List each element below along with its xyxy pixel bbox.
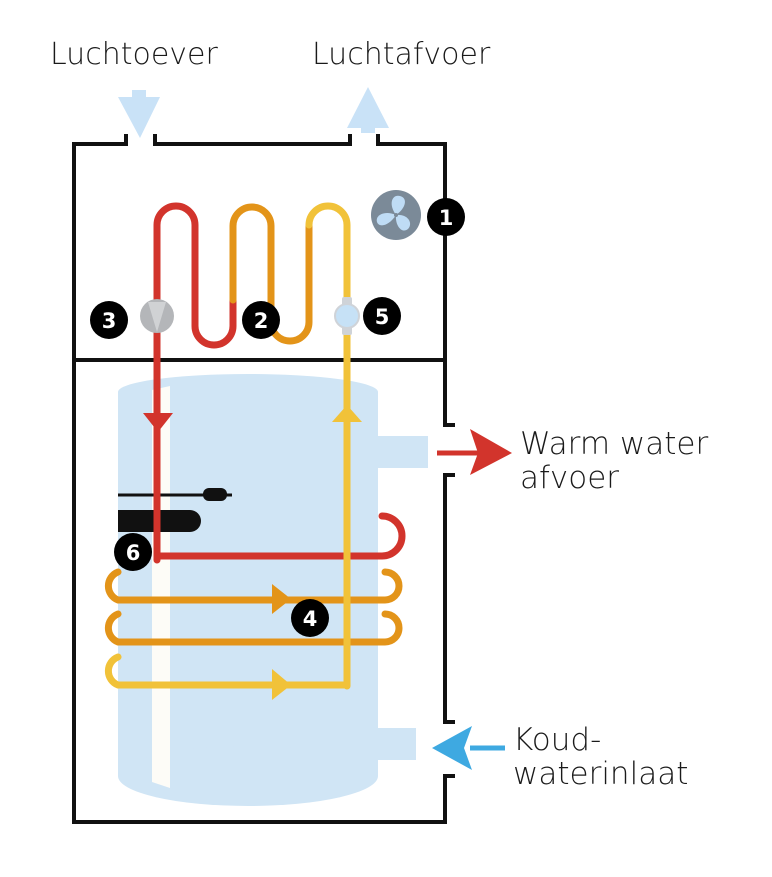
warm-water-outlet-arrow bbox=[437, 429, 512, 475]
flow-arrow-up bbox=[332, 405, 362, 422]
air-intake-arrow bbox=[118, 90, 160, 138]
air-exhaust-label: Luchtafvoer bbox=[312, 37, 491, 72]
cool-refrigerant-line bbox=[104, 202, 351, 690]
badge-6: 6 bbox=[114, 533, 152, 571]
flow-arrow-right bbox=[272, 584, 291, 614]
warm-refrigerant-coil bbox=[104, 203, 403, 646]
warm-water-label-line2: afvoer bbox=[520, 460, 619, 496]
air-exhaust-arrow bbox=[347, 87, 389, 133]
badge-5-number: 5 bbox=[375, 305, 390, 329]
badge-4: 4 bbox=[291, 599, 329, 637]
badge-3-number: 3 bbox=[102, 309, 117, 333]
badge-6-number: 6 bbox=[126, 541, 141, 565]
fan-icon bbox=[371, 190, 421, 240]
air-intake-label: Luchtoever bbox=[50, 37, 218, 72]
badge-4-number: 4 bbox=[303, 607, 318, 631]
badge-1-number: 1 bbox=[439, 206, 454, 230]
compressor-icon bbox=[140, 299, 174, 333]
hot-refrigerant-line bbox=[153, 202, 406, 564]
cold-water-inlet-pipe bbox=[376, 728, 416, 760]
expansion-valve-icon bbox=[334, 297, 360, 335]
badge-1: 1 bbox=[427, 198, 465, 236]
cold-water-inlet-arrow bbox=[432, 726, 505, 770]
badge-2: 2 bbox=[242, 301, 280, 339]
badge-5: 5 bbox=[363, 297, 401, 335]
flow-arrow-right bbox=[272, 669, 291, 700]
warm-water-outlet-pipe bbox=[376, 436, 428, 468]
badge-2-number: 2 bbox=[254, 309, 269, 333]
cold-water-label-line2: waterinlaat bbox=[513, 756, 688, 792]
flow-arrow-down bbox=[143, 413, 173, 432]
unit-casing bbox=[72, 134, 455, 824]
warm-water-label-line1: Warm water bbox=[520, 426, 708, 462]
badge-3: 3 bbox=[90, 301, 128, 339]
cold-water-label-line1: Koud- bbox=[513, 722, 601, 758]
